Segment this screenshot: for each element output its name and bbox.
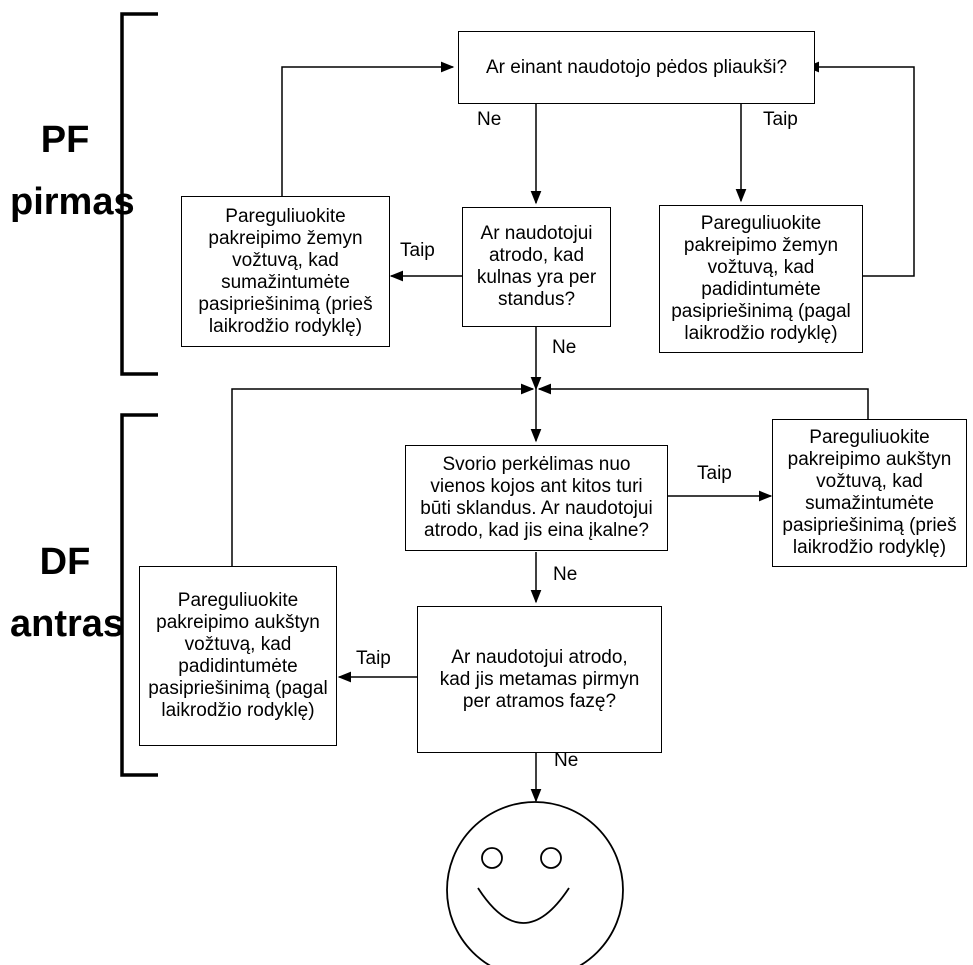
action-increase-plantar-resistance-text: Pareguliuokite pakreipimo žemyn vožtuvą,…	[671, 213, 851, 344]
question-heel-stiff-text: Ar naudotojui atrodo, kad kulnas yra per…	[476, 223, 597, 310]
action-decrease-dorsal-resistance: Pareguliuokite pakreipimo aukštyn vožtuv…	[772, 419, 967, 567]
smiley-face-icon	[446, 801, 624, 965]
action-decrease-plantar-resistance-text: Pareguliuokite pakreipimo žemyn vožtuvą,…	[198, 205, 373, 337]
df-bracket	[120, 413, 158, 777]
question-thrown-forward: Ar naudotojui atrodo, kad jis metamas pi…	[417, 606, 662, 753]
arrow-left1-loop	[281, 61, 455, 196]
edge-label-q2-yes: Taip	[400, 240, 435, 261]
edge-label-q1-yes: Taip	[763, 109, 798, 130]
question-walking-uphill-text: Svorio perkėlimas nuo vienos kojos ant k…	[420, 454, 653, 541]
action-increase-dorsal-resistance-text: Pareguliuokite pakreipimo aukštyn vožtuv…	[148, 590, 328, 721]
arrow-left2-return	[231, 383, 535, 566]
section-df-label: DF antras	[10, 540, 125, 646]
edge-label-q3-yes: Taip	[697, 463, 732, 484]
edge-label-q4-yes: Taip	[356, 648, 391, 669]
question-foot-slap: Ar einant naudotojo pėdos pliaukši?	[458, 31, 815, 104]
arrow-right2-return	[537, 383, 869, 419]
edge-label-q2-no: Ne	[552, 337, 577, 358]
action-decrease-plantar-resistance: Pareguliuokite pakreipimo žemyn vožtuvą,…	[181, 196, 390, 347]
action-increase-plantar-resistance: Pareguliuokite pakreipimo žemyn vožtuvą,…	[659, 205, 863, 353]
section-df-title: DF	[39, 541, 91, 583]
action-decrease-dorsal-resistance-text: Pareguliuokite pakreipimo aukštyn vožtuv…	[782, 427, 957, 558]
section-pf-label: PF pirmas	[10, 118, 135, 224]
section-pf-subtitle: pirmas	[10, 181, 135, 223]
section-pf-title: PF	[40, 119, 90, 161]
question-walking-uphill: Svorio perkėlimas nuo vienos kojos ant k…	[405, 445, 668, 551]
question-thrown-forward-text: Ar naudotojui atrodo, kad jis metamas pi…	[439, 646, 640, 712]
edge-label-q3-no: Ne	[553, 564, 578, 585]
edge-label-q4-no: Ne	[554, 750, 579, 771]
action-increase-dorsal-resistance: Pareguliuokite pakreipimo aukštyn vožtuv…	[139, 566, 337, 746]
pf-bracket	[120, 12, 158, 376]
question-heel-stiff: Ar naudotojui atrodo, kad kulnas yra per…	[462, 207, 611, 327]
section-df-subtitle: antras	[10, 603, 125, 645]
question-foot-slap-text: Ar einant naudotojo pėdos pliaukši?	[485, 56, 788, 78]
arrow-right1-loop	[805, 61, 915, 277]
edge-label-q1-no: Ne	[477, 109, 502, 130]
